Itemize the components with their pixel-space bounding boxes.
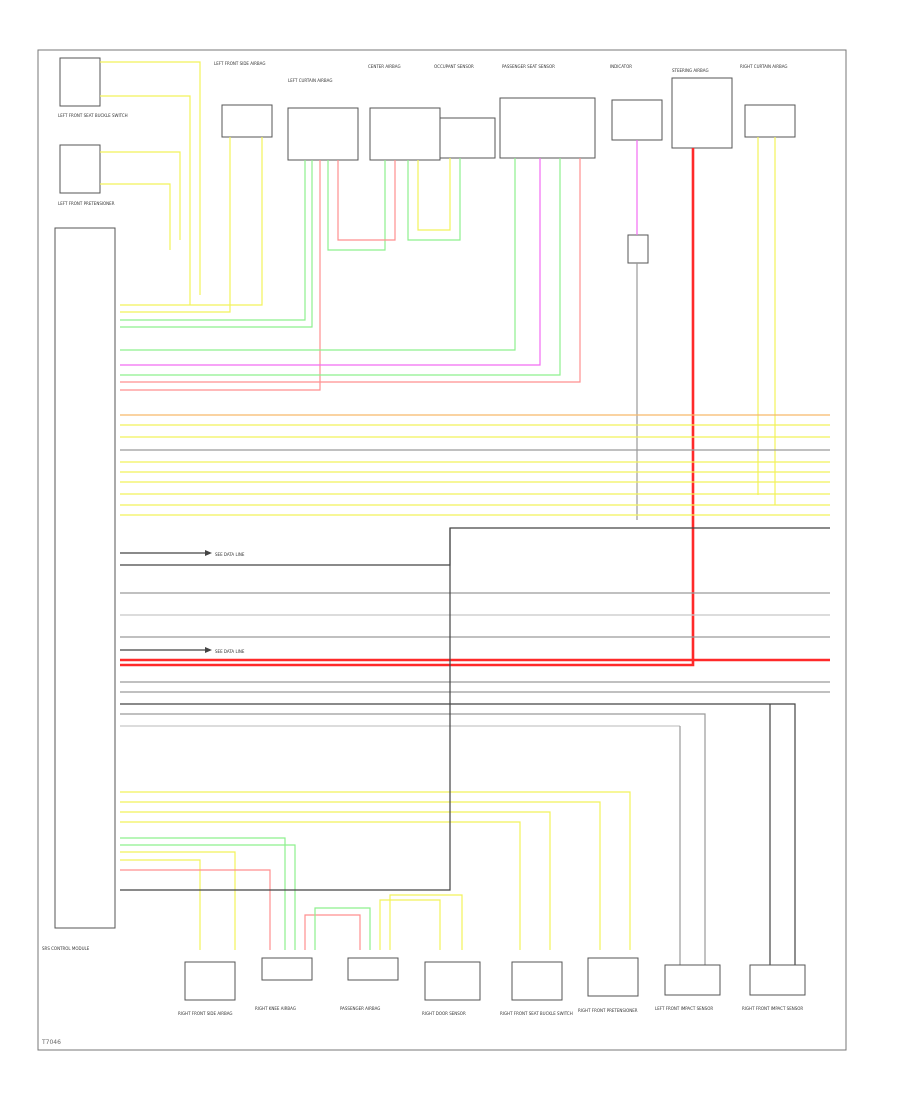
rf-impact-sensor-box	[749, 964, 806, 996]
bus-arrow-2	[205, 647, 212, 653]
center-airbag-box	[369, 107, 441, 161]
passenger-sensor-box	[499, 97, 596, 159]
label-srs-module: SRS CONTROL MODULE	[42, 946, 90, 951]
bus-lines	[120, 414, 830, 965]
lf-curtain-box	[287, 107, 359, 161]
label-lf-impact-sensor: LEFT FRONT IMPACT SENSOR	[655, 1006, 713, 1011]
label-indicator: INDICATOR	[610, 64, 632, 69]
bottom-components	[184, 957, 806, 1001]
rf-knee-airbag-box	[261, 957, 313, 981]
label-lf-belt: LEFT FRONT SEAT BUCKLE SWITCH	[58, 113, 128, 118]
rf-side-airbag-box	[184, 961, 236, 1001]
label-rf-side-airbag: RIGHT FRONT SIDE AIRBAG	[178, 1011, 233, 1016]
label-passenger-sensor: PASSENGER SEAT SENSOR	[502, 64, 555, 69]
indicator-box	[611, 99, 663, 141]
label-rf-passenger-airbag: PASSENGER AIRBAG	[340, 1006, 380, 1011]
label-center-airbag: CENTER AIRBAG	[368, 64, 401, 69]
rf-belt-switch-box	[511, 961, 563, 1001]
rf-pretensioner-box	[587, 957, 639, 997]
bus-arrow-1	[205, 550, 212, 556]
label-rf-knee-airbag: RIGHT KNEE AIRBAG	[255, 1006, 296, 1011]
label-occupant-sensor: OCCUPANT SENSOR	[434, 64, 474, 69]
label-lf-curtain: LEFT CURTAIN AIRBAG	[288, 78, 332, 83]
label-lf-side-airbag: LEFT FRONT SIDE AIRBAG	[214, 61, 265, 66]
page-code: T7046	[41, 1039, 61, 1046]
label-rf-curtain: RIGHT CURTAIN AIRBAG	[740, 64, 788, 69]
steering-airbag-box	[671, 77, 733, 149]
occupant-sensor-box	[439, 117, 496, 159]
label-bus-1: SEE DATA LINE	[215, 552, 245, 557]
rf-door-sensor-box	[424, 961, 481, 1001]
clockspring-box	[627, 234, 649, 264]
rf-curtain-box	[744, 104, 796, 138]
lf-impact-sensor-box	[664, 964, 721, 996]
lf-belt-switch-box	[59, 57, 101, 107]
label-rf-pretensioner: RIGHT FRONT PRETENSIONER	[578, 1008, 638, 1013]
bus-arrows	[205, 550, 212, 653]
top-wire-drops	[100, 61, 830, 667]
label-bus-2: SEE DATA LINE	[215, 649, 245, 654]
lf-pretensioner-box	[59, 144, 101, 194]
label-rf-door-sensor: RIGHT DOOR SENSOR	[422, 1011, 466, 1016]
labels: LEFT FRONT SEAT BUCKLE SWITCH LEFT FRONT…	[41, 61, 803, 1046]
label-lf-pretensioner: LEFT FRONT PRETENSIONER	[58, 201, 115, 206]
lf-side-airbag-box	[221, 104, 273, 138]
label-rf-belt: RIGHT FRONT SEAT BUCKLE SWITCH	[500, 1011, 573, 1016]
rf-passenger-airbag-box	[347, 957, 399, 981]
label-steering-airbag: STEERING AIRBAG	[672, 68, 709, 73]
srs-module-box	[54, 227, 116, 929]
bottom-wire-drops	[120, 528, 771, 965]
diagram-frame	[37, 49, 847, 1051]
top-components	[59, 57, 796, 264]
label-rf-impact-sensor: RIGHT FRONT IMPACT SENSOR	[742, 1006, 803, 1011]
